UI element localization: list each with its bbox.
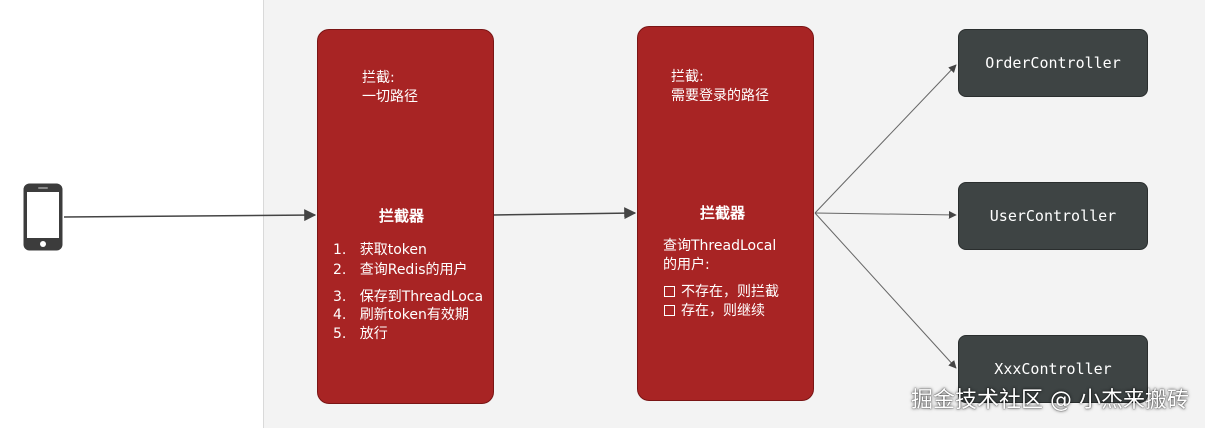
interceptor-scope-value: 一切路径 <box>362 89 418 105</box>
step-item: 2. 查询Redis的用户 <box>333 262 468 278</box>
watermark: 掘金技术社区 @ 小杰来搬砖 <box>911 388 1189 413</box>
option-item: 存在，则继续 <box>664 302 765 321</box>
interceptor-title: 拦截器 <box>379 207 425 225</box>
arrow-to-order-controller <box>814 64 957 214</box>
order-controller-box: OrderController <box>958 29 1148 97</box>
interceptor-scope-label: 拦截: <box>671 69 704 85</box>
checkbox-square-icon <box>664 286 675 297</box>
step-item: 3. 保存到ThreadLoca <box>333 289 484 305</box>
checkbox-square-icon <box>664 305 675 316</box>
user-controller-box: UserController <box>958 182 1148 250</box>
interceptor-scope-label: 拦截: <box>362 70 395 86</box>
arrow-to-user-controller <box>814 210 957 219</box>
interceptor-scope-value: 需要登录的路径 <box>671 88 769 104</box>
step-item: 4. 刷新token有效期 <box>333 307 469 323</box>
interceptor-title: 拦截器 <box>700 204 746 222</box>
interceptor-description-line: 的用户: <box>663 257 710 273</box>
step-item: 1. 获取token <box>333 242 427 258</box>
refresh-token-interceptor: 拦截: 一切路径 拦截器 1. 获取token 2. 查询Redis的用户 3.… <box>317 29 494 404</box>
login-interceptor: 拦截: 需要登录的路径 拦截器 查询ThreadLocal 的用户: 不存在，则… <box>637 26 814 401</box>
step-item: 5. 放行 <box>333 326 388 342</box>
option-item: 不存在，则拦截 <box>664 283 779 302</box>
arrow-phone-to-interceptor <box>63 209 317 222</box>
arrow-interceptor-to-interceptor <box>492 207 637 220</box>
arrow-to-xxx-controller <box>814 212 957 369</box>
smartphone-icon <box>23 183 63 251</box>
xxx-controller-box: XxxController <box>958 335 1148 403</box>
interceptor-description-line: 查询ThreadLocal <box>663 238 777 254</box>
